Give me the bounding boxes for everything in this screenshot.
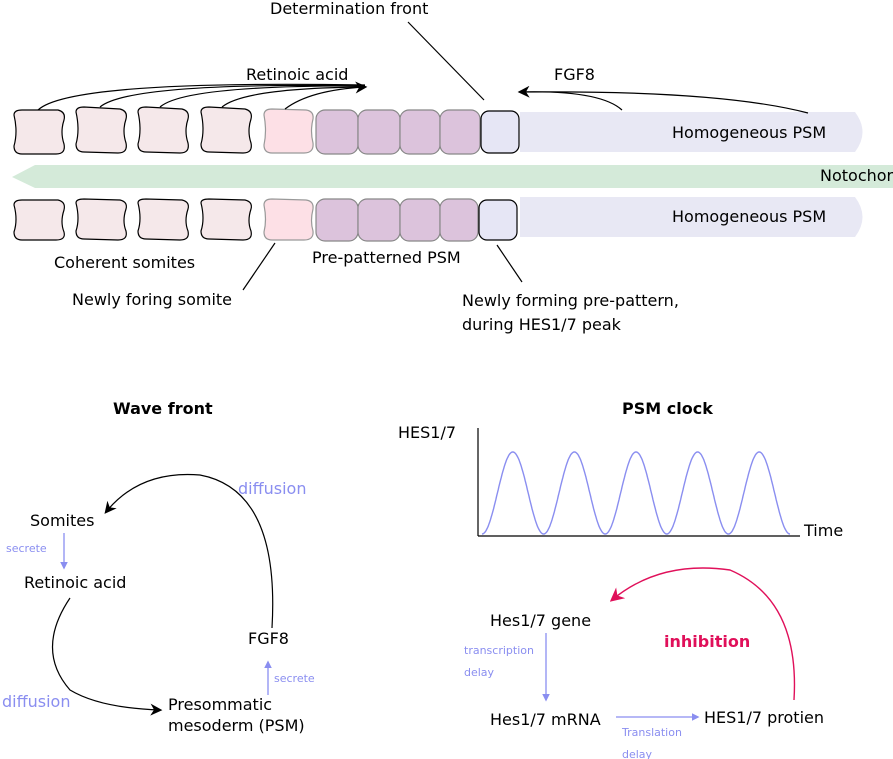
somite-bottom-1 xyxy=(13,199,65,241)
translation-delay-label: delay xyxy=(622,748,653,759)
prepattern-top-4 xyxy=(439,109,481,155)
secrete-label-1: secrete xyxy=(6,542,47,555)
somite-top-2 xyxy=(75,106,127,154)
prepattern-bottom-4 xyxy=(439,198,479,242)
front-cell-top xyxy=(480,110,520,154)
notochord xyxy=(12,165,893,188)
secrete-label-2: secrete xyxy=(274,672,315,685)
retinoic-acid-label: Retinoic acid xyxy=(246,65,348,84)
fgf8-label-top: FGF8 xyxy=(554,65,595,84)
fgf8-arrow xyxy=(517,85,623,111)
pre-patterned-psm-label: Pre-patterned PSM xyxy=(312,248,461,267)
transcription-label: transcription xyxy=(464,644,534,657)
psm-clock-title: PSM clock xyxy=(622,399,713,418)
homogeneous-psm-bottom-label: Homogeneous PSM xyxy=(672,207,826,226)
hes-protein-label: HES1/7 protien xyxy=(704,708,824,727)
inhibition-arrow xyxy=(609,567,796,701)
clock-x-label: Time xyxy=(803,521,843,540)
retinoic-acid-arcs xyxy=(37,81,368,111)
psm-band-top xyxy=(520,112,863,152)
newly-foring-somite-label: Newly foring somite xyxy=(72,290,232,309)
newly-forming-prepattern-label-2: during HES1/7 peak xyxy=(462,315,622,334)
hes-gene-label: Hes1/7 gene xyxy=(490,611,591,630)
bottom-somite-row xyxy=(13,198,518,242)
prepattern-top-1 xyxy=(315,109,359,155)
prepattern-bottom-3 xyxy=(399,198,441,242)
somite-bottom-3 xyxy=(137,198,189,241)
top-somite-row xyxy=(13,106,520,155)
prepattern-top-2 xyxy=(357,109,401,155)
retinoic-acid-arrow xyxy=(284,81,368,110)
wave-front-title: Wave front xyxy=(113,399,213,418)
fgf8-arcs xyxy=(517,85,809,114)
somite-top-3 xyxy=(137,106,189,154)
hes-oscillation-curve xyxy=(481,451,791,535)
newly-forming-prepattern-label-1: Newly forming pre-pattern, xyxy=(462,291,679,310)
somite-bottom-new xyxy=(263,198,314,241)
transcription-delay-label: delay xyxy=(464,666,495,679)
somite-bottom-4 xyxy=(200,198,252,241)
homogeneous-psm-top-label: Homogeneous PSM xyxy=(672,123,826,142)
prepattern-bottom-2 xyxy=(357,198,401,242)
coherent-somites-label: Coherent somites xyxy=(54,253,195,272)
somite-top-4 xyxy=(200,106,252,154)
newly-foring-somite-pointer xyxy=(242,242,276,291)
newly-forming-prepattern-pointer xyxy=(496,244,523,283)
diffusion-arrow-left xyxy=(52,597,163,716)
somite-top-1 xyxy=(13,109,65,155)
fgf8-wf-label: FGF8 xyxy=(248,629,289,648)
psm-label-2: mesoderm (PSM) xyxy=(168,716,305,735)
prepattern-bottom-1 xyxy=(315,198,359,242)
diffusion-label-top: diffusion xyxy=(238,479,306,498)
determination-front-pointer xyxy=(407,21,485,101)
somite-bottom-2 xyxy=(75,198,127,241)
psm-label-1: Presommatic xyxy=(168,695,272,714)
translation-label: Translation xyxy=(621,726,682,739)
notochord-label: Notochord xyxy=(820,166,893,185)
determination-front-label: Determination front xyxy=(270,0,428,18)
psm-band-bottom xyxy=(520,197,863,237)
somites-label: Somites xyxy=(30,511,94,530)
retinoic-acid-wf-label: Retinoic acid xyxy=(24,573,126,592)
hes-mrna-label: Hes1/7 mRNA xyxy=(490,710,601,729)
prepattern-top-3 xyxy=(399,109,441,155)
inhibition-label: inhibition xyxy=(664,632,750,651)
somite-top-new xyxy=(263,108,314,154)
front-cell-bottom xyxy=(478,199,518,241)
diffusion-label-left: diffusion xyxy=(2,692,70,711)
clock-y-label: HES1/7 xyxy=(398,423,456,442)
diffusion-arrow-top xyxy=(104,473,274,629)
